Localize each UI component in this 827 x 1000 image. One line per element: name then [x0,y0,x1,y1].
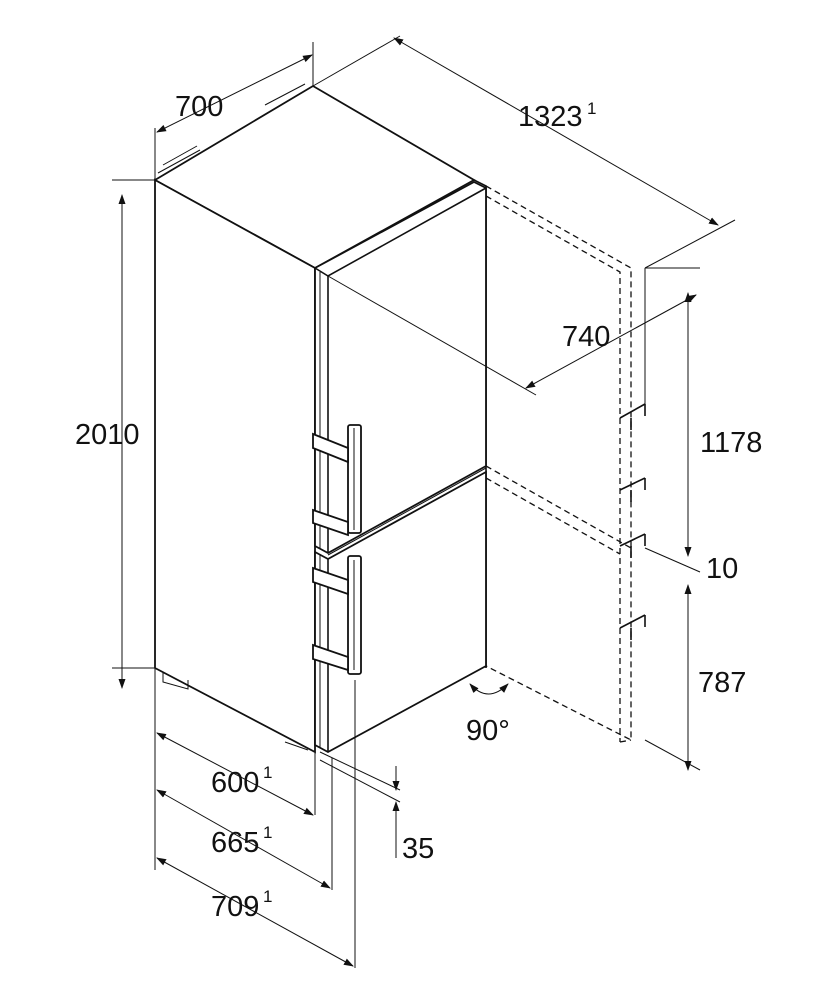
lower-handle [312,555,362,675]
label-depth-handle-note: 1 [263,887,272,906]
dim-door-open-line [327,275,697,396]
label-depth-door-note: 1 [263,823,272,842]
open-door-outline [485,185,646,743]
label-door-open-width: 740 [562,321,610,353]
label-door-gap: 10 [706,553,738,585]
label-lower-door: 787 [698,667,746,699]
label-open-depth: 1323 [518,101,583,133]
dim-width-line [154,42,314,180]
label-width: 700 [175,91,223,123]
label-upper-door: 1178 [700,427,762,459]
dim-open-depth-line [312,35,736,269]
label-height: 2010 [75,419,140,451]
upper-handle [312,424,362,537]
dim-bottom-depth [154,668,401,968]
label-handle-projection: 35 [402,833,434,865]
label-depth-door: 665 [211,827,259,859]
label-depth-handle: 709 [211,891,259,923]
dim-height-line [112,179,155,689]
dim-right-vertical [644,267,701,771]
label-open-depth-note: 1 [587,99,596,118]
label-depth-body-note: 1 [263,763,272,782]
label-depth-body: 600 [211,767,259,799]
door-angle-arc [469,683,509,695]
label-door-angle: 90° [466,715,510,747]
fridge-side-face [154,178,316,754]
